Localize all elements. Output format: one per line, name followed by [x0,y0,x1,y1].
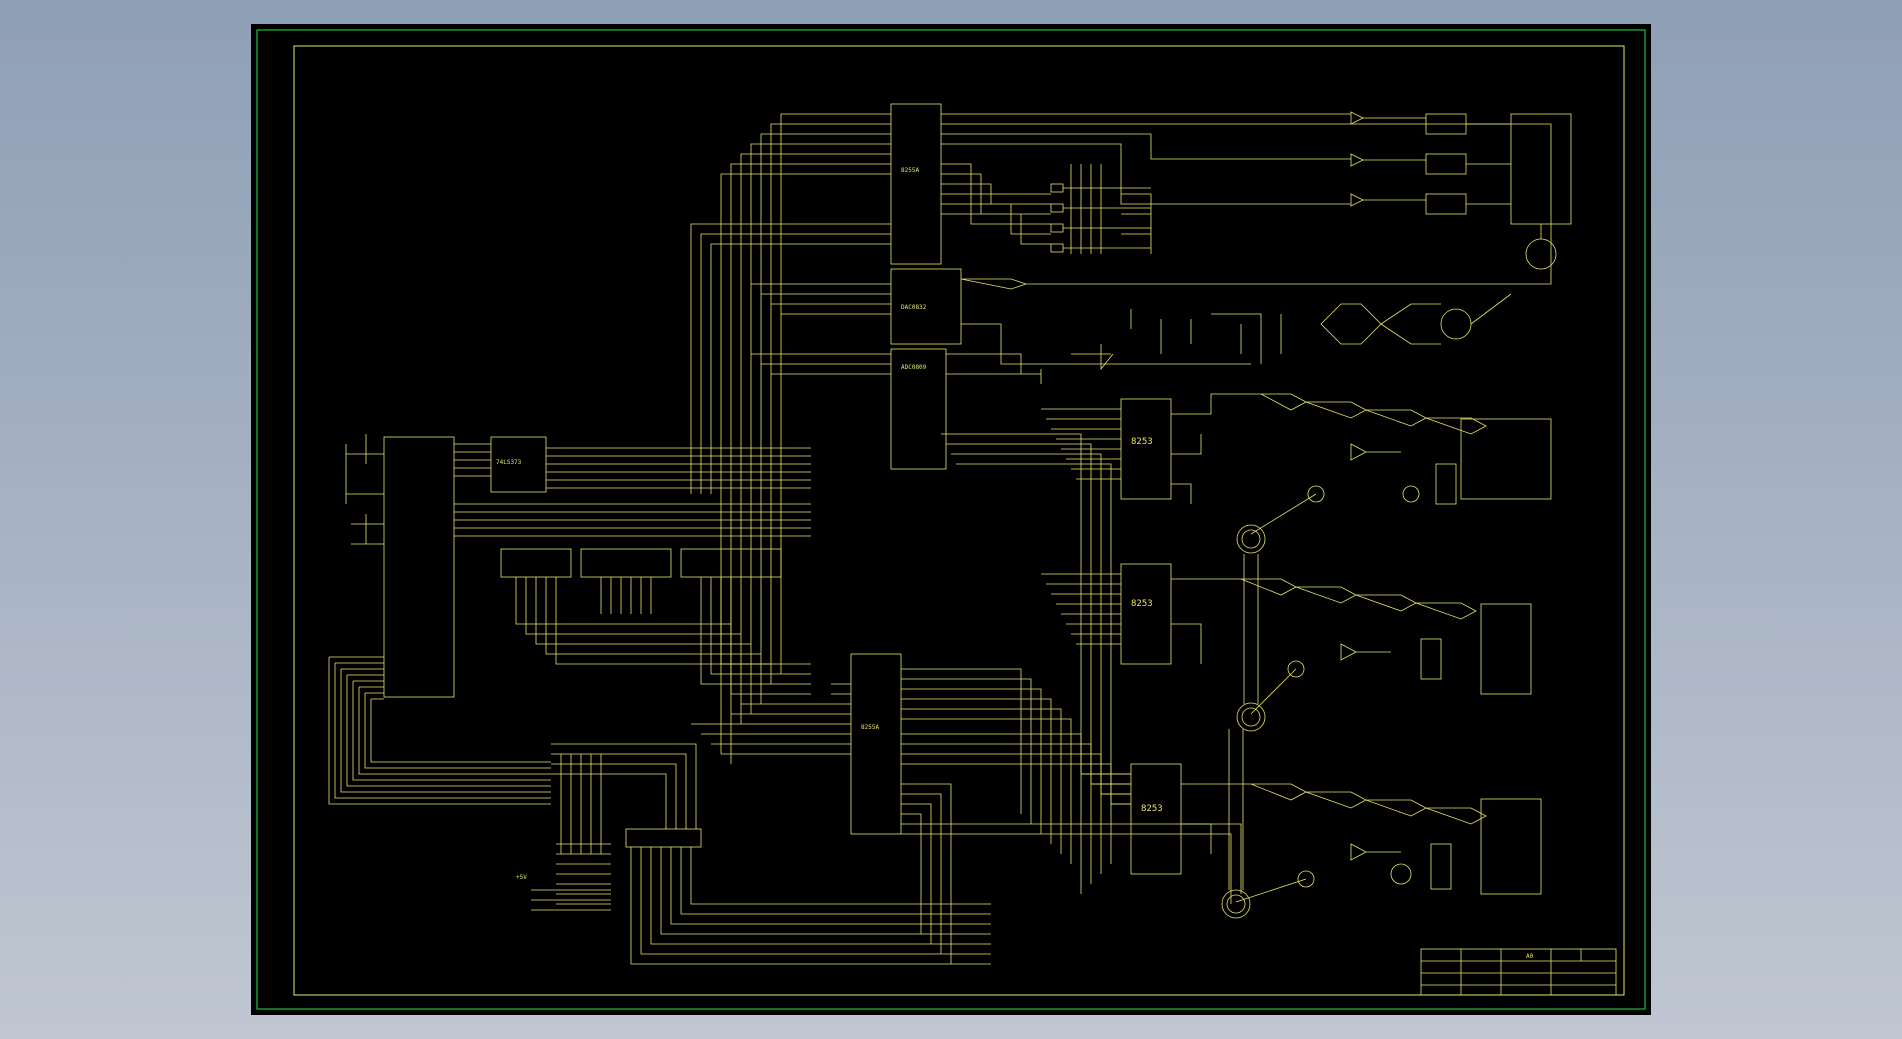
chip-timer-1 [1120,398,1172,500]
label-ppi-top: 8255A [901,167,919,174]
title-block [1420,948,1617,996]
title-block-size: A0 [1526,953,1534,960]
label-ppi-mid: 8255A [861,724,879,731]
label-timer-2: 8253 [1131,599,1153,609]
chip-timer-3 [1130,763,1182,875]
encoder-wheel-1 [1236,524,1266,554]
label-adc: ADC0809 [901,364,927,371]
label-timer-3: 8253 [1141,804,1163,814]
label-timer-1: 8253 [1131,437,1153,447]
label-latch: 74LS373 [496,459,522,466]
encoder-wheel-3 [1221,889,1251,919]
motor-driver [1510,113,1572,225]
label-dac: DAC0832 [901,304,927,311]
mcu-8031 [383,436,455,698]
label-supply: +5V [516,874,527,881]
chip-timer-2 [1120,563,1172,665]
stepper-motor [1525,238,1557,270]
drawing-sheet: 8255A DAC0832 ADC0809 74LS373 8255A +5V … [251,24,1651,1015]
chip-eprom-2 [580,548,672,578]
chip-ppi-top [890,103,942,265]
wires [328,103,1617,996]
encoder-wheel-2 [1236,702,1266,732]
chip-ppi-mid [850,653,902,835]
chip-eprom-1 [500,548,572,578]
display-driver [625,828,702,848]
outer-border [256,29,1646,1010]
dc-motor [1440,308,1472,340]
chip-latch [490,436,547,493]
schematic-drawing: 8255A DAC0832 ADC0809 74LS373 8255A +5V … [256,29,1646,1010]
chip-adc [890,348,947,470]
inner-border [293,45,1625,996]
chip-dac [890,268,962,345]
